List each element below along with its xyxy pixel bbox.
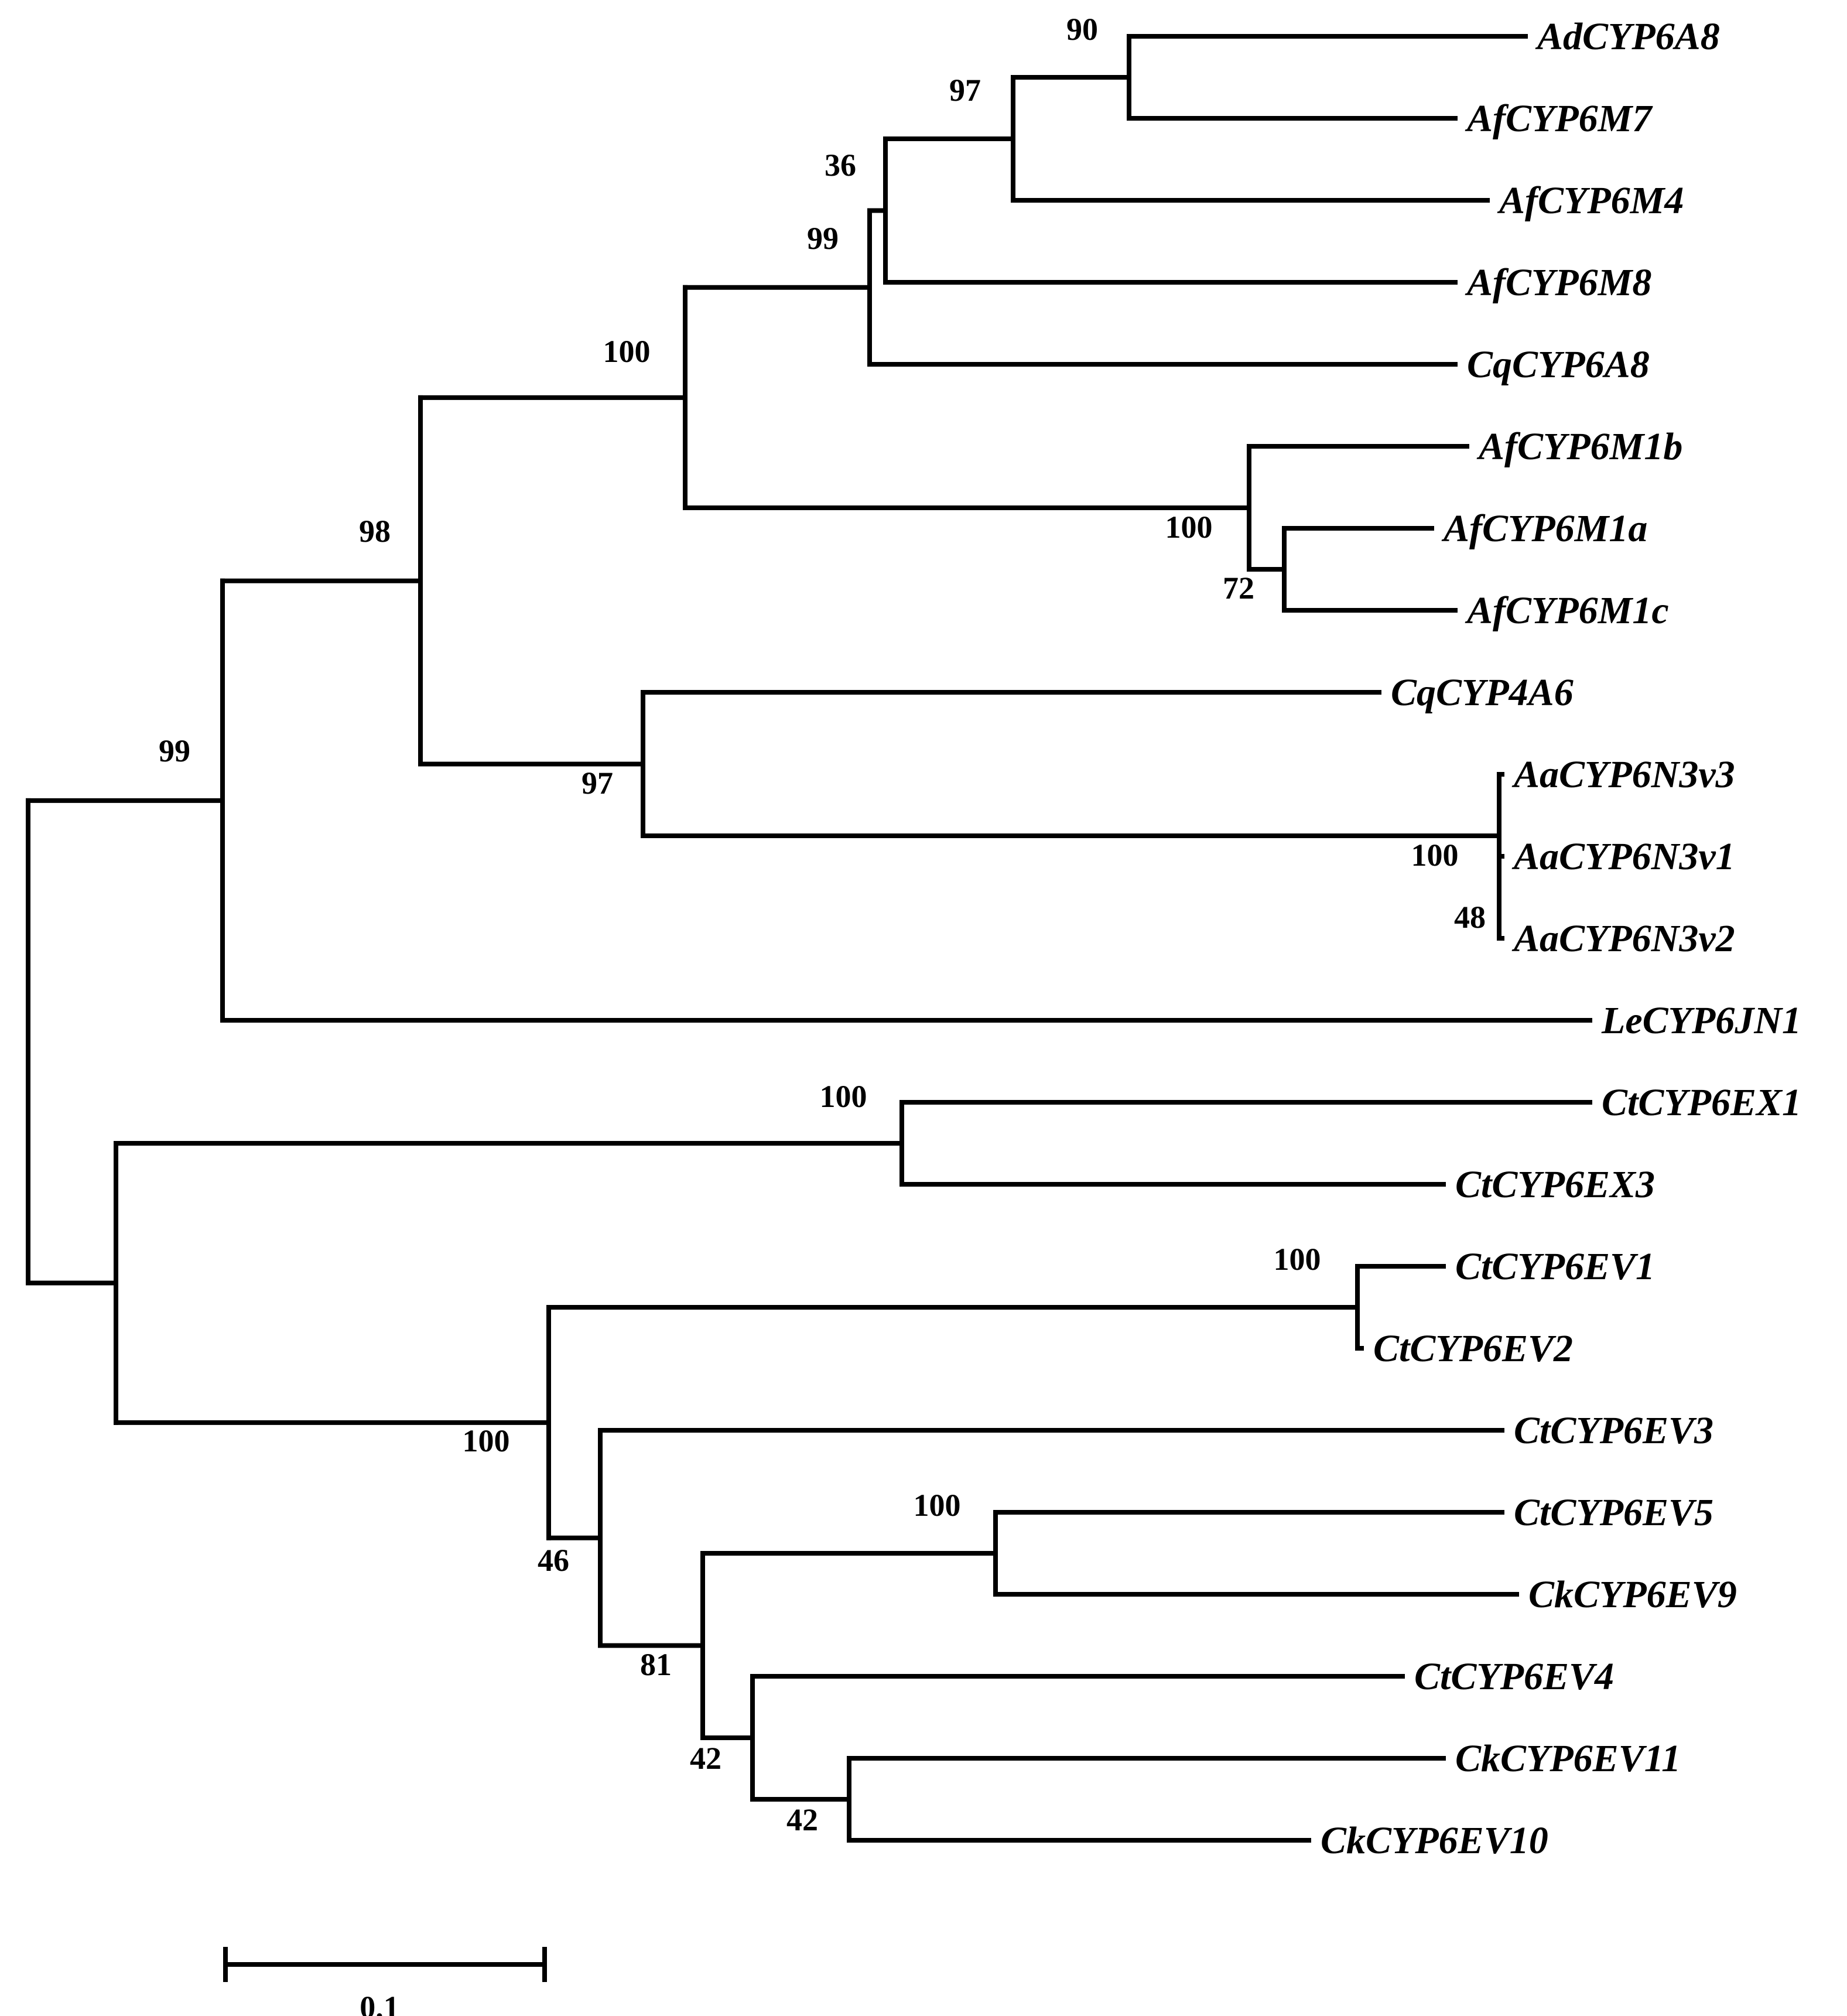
- taxon-label: AaCYP6N3v1: [1511, 835, 1735, 878]
- taxon-label: CtCYP6EV2: [1373, 1327, 1573, 1370]
- taxon-label: CkCYP6EV11: [1455, 1737, 1681, 1780]
- taxon-label: AfCYP6M1a: [1441, 507, 1647, 550]
- bootstrap-value: 100: [603, 334, 651, 369]
- taxon-label: AfCYP6M1c: [1465, 589, 1669, 632]
- taxon-label: CkCYP6EV9: [1528, 1573, 1737, 1616]
- bootstrap-value: 72: [1223, 570, 1254, 606]
- bootstrap-value: 99: [159, 733, 190, 768]
- bootstrap-value: 90: [1066, 12, 1098, 47]
- bootstrap-value: 100: [1274, 1242, 1321, 1277]
- taxon-label: LeCYP6JN1: [1601, 999, 1801, 1042]
- bootstrap-value: 100: [820, 1079, 867, 1114]
- bootstrap-value: 99: [807, 221, 839, 256]
- bootstrap-value: 97: [582, 766, 613, 801]
- bootstrap-value: 42: [690, 1741, 721, 1776]
- tree-branches: [26, 34, 1592, 1843]
- taxon-label: CtCYP6EV1: [1455, 1245, 1655, 1288]
- taxon-label: CtCYP6EX1: [1602, 1081, 1801, 1124]
- bootstrap-value: 97: [949, 73, 981, 108]
- taxon-label: CtCYP6EV4: [1414, 1655, 1614, 1698]
- bootstrap-value: 42: [786, 1802, 818, 1837]
- bootstrap-value: 36: [825, 148, 856, 183]
- taxon-label: CqCYP4A6: [1391, 671, 1574, 714]
- bootstrap-value: 81: [640, 1647, 672, 1682]
- taxon-label: AfCYP6M1b: [1476, 425, 1682, 468]
- taxon-label: AdCYP6A8: [1535, 15, 1720, 58]
- bootstrap-value: 100: [1411, 838, 1459, 873]
- taxon-label: AfCYP6M7: [1465, 97, 1653, 140]
- bootstrap-value: 48: [1454, 900, 1486, 935]
- taxon-label: AaCYP6N3v2: [1511, 917, 1735, 960]
- bootstrap-value: 46: [538, 1543, 569, 1578]
- bootstrap-value: 98: [359, 514, 391, 549]
- bootstrap-value: 100: [463, 1423, 510, 1458]
- scale-bar: 0.1: [223, 1947, 547, 2016]
- taxon-label: CqCYP6A8: [1467, 343, 1650, 386]
- bootstrap-value: 100: [914, 1488, 961, 1523]
- taxon-label: CkCYP6EV10: [1321, 1819, 1548, 1862]
- taxon-label: AfCYP6M4: [1497, 179, 1684, 222]
- taxon-label: AfCYP6M8: [1465, 261, 1651, 304]
- taxon-label: CtCYP6EV5: [1514, 1491, 1713, 1534]
- taxon-label: CtCYP6EV3: [1514, 1409, 1713, 1452]
- taxon-label: AaCYP6N3v3: [1511, 753, 1735, 796]
- bootstrap-value: 100: [1165, 510, 1213, 545]
- taxon-label: CtCYP6EX3: [1455, 1163, 1655, 1206]
- tree-labels: AdCYP6A8AfCYP6M7AfCYP6M4AfCYP6M8CqCYP6A8…: [159, 12, 1801, 1862]
- scale-bar-label: 0.1: [360, 1990, 399, 2016]
